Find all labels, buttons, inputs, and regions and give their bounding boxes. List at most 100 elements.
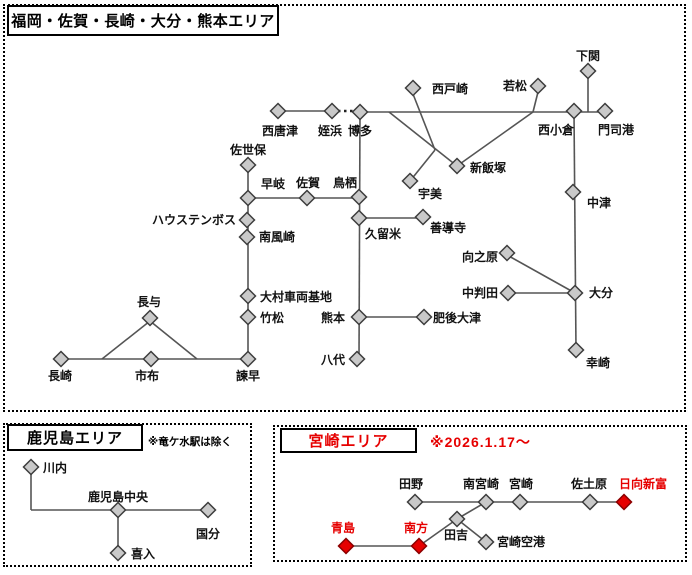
station-node-diamond — [337, 537, 355, 555]
station-node-diamond — [566, 284, 584, 302]
station-node-diamond — [239, 350, 257, 368]
station-label: 田野 — [399, 477, 424, 491]
station-label: 西戸崎 — [432, 82, 469, 96]
station-node-diamond — [615, 493, 633, 511]
station-label: 善導寺 — [430, 221, 467, 235]
station-label: 川内 — [43, 461, 68, 475]
station-label: 熊本 — [321, 311, 346, 325]
station-label: 佐土原 — [571, 477, 608, 491]
station-label: 八代 — [321, 353, 346, 367]
station-node-diamond — [298, 189, 316, 207]
station-node-diamond — [498, 244, 516, 262]
station-node-diamond — [404, 79, 422, 97]
railway-edge-line — [456, 518, 487, 543]
railway-edge-line — [412, 93, 436, 151]
station-label: 早岐 — [261, 177, 286, 191]
railway-edge-line — [409, 149, 436, 182]
station-node-diamond — [269, 102, 287, 120]
area-title-miyazaki-label: 宮崎エリア — [308, 433, 389, 450]
station-node-diamond — [448, 157, 466, 175]
station-node-diamond — [414, 208, 432, 226]
station-label: 佐世保 — [230, 143, 267, 157]
station-node-diamond — [448, 510, 466, 528]
miyazaki-start-date-note: ※2026.1.17～ — [430, 434, 531, 450]
railway-edge-line — [573, 111, 577, 351]
station-node-diamond — [142, 350, 160, 368]
station-label: 佐賀 — [296, 176, 321, 190]
station-node-diamond — [511, 493, 529, 511]
station-label: 大分 — [589, 286, 614, 300]
railway-edge-line — [532, 91, 539, 113]
station-node-diamond — [579, 62, 597, 80]
station-label: 長与 — [137, 295, 162, 309]
station-node-diamond — [415, 308, 433, 326]
station-label: 長崎 — [48, 369, 73, 383]
station-label: 南風崎 — [259, 230, 296, 244]
railway-edge-line — [388, 111, 458, 167]
station-node-diamond — [109, 544, 127, 562]
station-node-diamond — [348, 350, 366, 368]
station-node-diamond — [565, 102, 583, 120]
station-node-diamond — [239, 156, 257, 174]
station-label: 下関 — [576, 49, 601, 63]
station-label: 市布 — [135, 369, 160, 383]
station-label: 久留米 — [365, 227, 402, 241]
station-label: 中津 — [587, 196, 612, 210]
railway-edge-line — [418, 518, 458, 547]
station-label: 西唐津 — [262, 124, 299, 138]
station-label: 国分 — [196, 527, 221, 541]
station-node-diamond — [239, 308, 257, 326]
station-node-diamond — [567, 341, 585, 359]
station-node-diamond — [499, 284, 517, 302]
station-label: 西小倉 — [538, 123, 575, 137]
station-node-diamond — [350, 308, 368, 326]
station-node-diamond — [406, 493, 424, 511]
station-label: 幸崎 — [586, 356, 611, 370]
station-node-diamond — [529, 77, 547, 95]
area-title-fukuoka-region: 福岡・佐賀・長崎・大分・熊本エリア — [7, 5, 279, 36]
railway-edge-line — [506, 254, 576, 294]
station-label: 鳥栖 — [333, 176, 358, 190]
station-node-diamond — [199, 501, 217, 519]
station-node-diamond — [238, 228, 256, 246]
station-label: 竹松 — [260, 311, 285, 325]
station-node-diamond — [564, 183, 582, 201]
station-node-diamond — [22, 458, 40, 476]
station-node-diamond — [401, 172, 419, 190]
station-node-diamond — [239, 287, 257, 305]
railway-edge-line — [101, 320, 151, 360]
station-node-diamond — [350, 209, 368, 227]
station-node-diamond — [52, 350, 70, 368]
station-label: ハウステンボス — [152, 213, 237, 227]
area-title-miyazaki: 宮崎エリア — [280, 428, 417, 453]
kagoshima-exclusion-note: ※竜ケ水駅は除く — [148, 436, 232, 448]
station-label: 大村車両基地 — [260, 290, 333, 304]
railway-edge-line — [456, 111, 534, 167]
station-node-diamond — [141, 309, 159, 327]
station-label: 肥後大津 — [433, 311, 482, 325]
station-label: 門司港 — [598, 123, 635, 137]
station-node-diamond — [238, 211, 256, 229]
station-label: 南宮崎 — [463, 477, 500, 491]
station-label: 田吉 — [444, 528, 469, 542]
railway-edge-line — [149, 320, 198, 360]
station-label: 向之原 — [462, 250, 499, 264]
station-node-diamond — [410, 537, 428, 555]
station-label: 新飯塚 — [470, 161, 507, 175]
area-title-kagoshima-label: 鹿児島エリア — [26, 430, 123, 447]
station-label: 博多 — [348, 124, 373, 138]
station-label: 南方 — [404, 521, 429, 535]
station-label: 宮崎空港 — [497, 535, 546, 549]
area-box-fukuoka-region — [3, 4, 686, 412]
area-title-kagoshima: 鹿児島エリア — [7, 424, 143, 451]
area-title-fukuoka-label: 福岡・佐賀・長崎・大分・熊本エリア — [11, 13, 275, 30]
station-label: 宮崎 — [509, 477, 534, 491]
station-node-diamond — [596, 102, 614, 120]
station-label: 若松 — [503, 79, 528, 93]
station-node-diamond — [239, 189, 257, 207]
station-label: 鹿児島中央 — [88, 490, 149, 504]
station-node-diamond — [581, 493, 599, 511]
station-label: 姪浜 — [318, 124, 343, 138]
